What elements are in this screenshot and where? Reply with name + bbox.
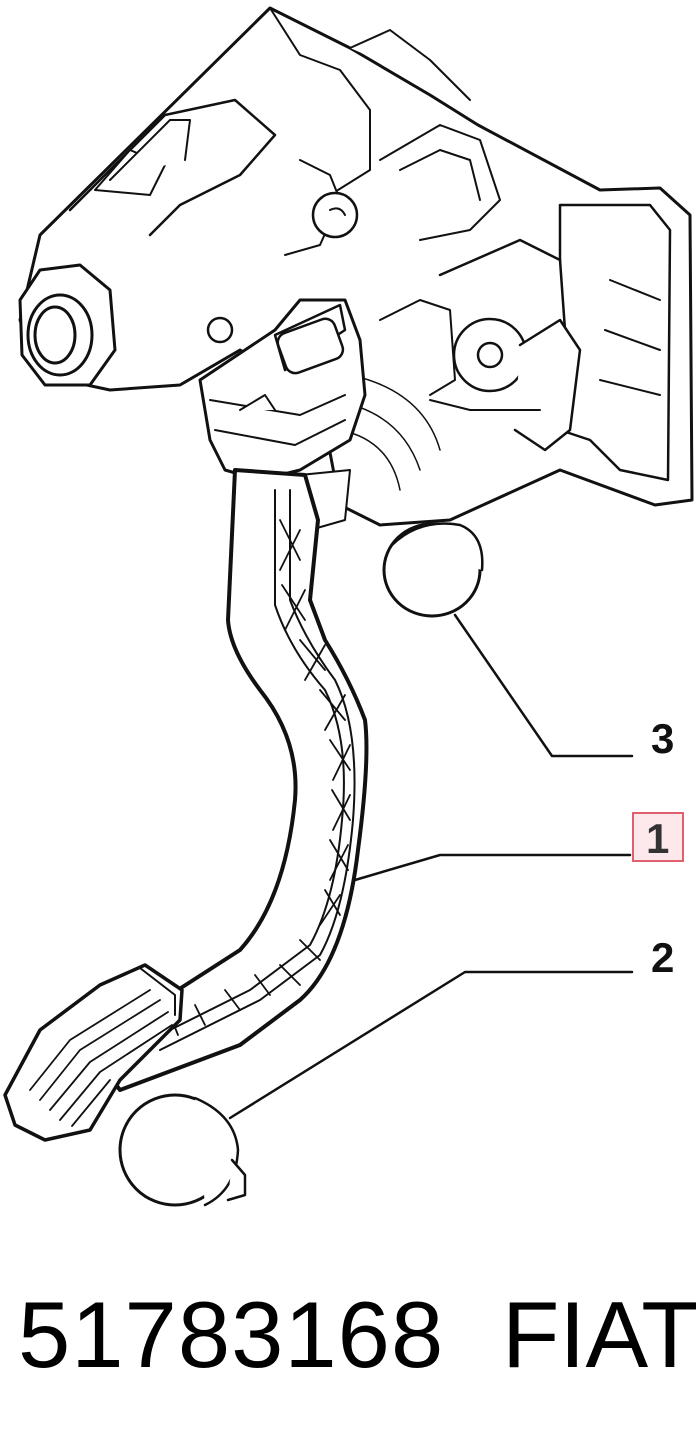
callout-3[interactable]: 3 <box>651 715 675 762</box>
sensor-housing <box>198 298 367 531</box>
caption: 51783168 FIAT <box>18 1282 696 1388</box>
part-2-bumper <box>118 1093 247 1207</box>
part-1-highlight[interactable] <box>632 812 684 862</box>
leader-line-1 <box>353 853 632 882</box>
mounting-bracket <box>18 6 694 527</box>
part-3-cap <box>382 522 484 618</box>
callout-1[interactable]: 1 <box>646 815 670 862</box>
brand-name: FIAT <box>502 1282 696 1387</box>
leader-line-2 <box>228 970 634 1120</box>
part-number: 51783168 <box>18 1282 445 1387</box>
pedal-arm <box>103 468 369 1092</box>
callout-2[interactable]: 2 <box>651 934 675 981</box>
pivot-boss <box>18 263 117 387</box>
leader-line-3 <box>453 613 634 758</box>
pedal-pad <box>3 963 184 1142</box>
